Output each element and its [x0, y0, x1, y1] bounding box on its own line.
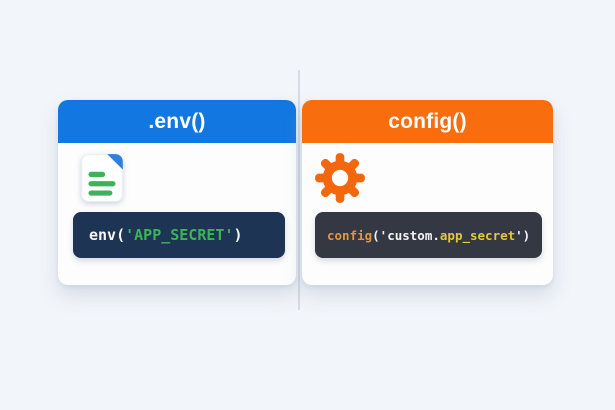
document-page: [81, 154, 123, 202]
code-token: config: [327, 227, 373, 243]
document-icon-svg: [81, 154, 123, 202]
vertical-divider: [298, 70, 300, 310]
code-token: ): [233, 226, 243, 244]
code-token: 'APP_SECRET': [125, 226, 234, 244]
config-card: config() config('custom.app_secret'): [302, 100, 553, 285]
document-page-border: [81, 154, 123, 202]
config-code-snippet: config('custom.app_secret'): [315, 212, 542, 258]
code-token: app_secret: [439, 227, 516, 243]
gear-icon-svg: [315, 153, 365, 203]
env-card: .env() env('APP_SECRET'): [58, 100, 296, 285]
env-card-title: .env(): [148, 109, 206, 133]
code-token: '): [515, 227, 531, 243]
code-token: ('custom.: [372, 227, 440, 243]
document-lines: [88, 171, 116, 196]
code-token: env(: [89, 226, 126, 244]
config-card-title: config(): [388, 109, 467, 133]
env-code-snippet: env('APP_SECRET'): [73, 212, 285, 258]
document-icon: [76, 152, 128, 204]
gear-icon: [314, 152, 366, 204]
env-card-header: .env(): [58, 100, 296, 143]
gear-hub: [331, 169, 349, 187]
config-card-header: config(): [302, 100, 553, 143]
